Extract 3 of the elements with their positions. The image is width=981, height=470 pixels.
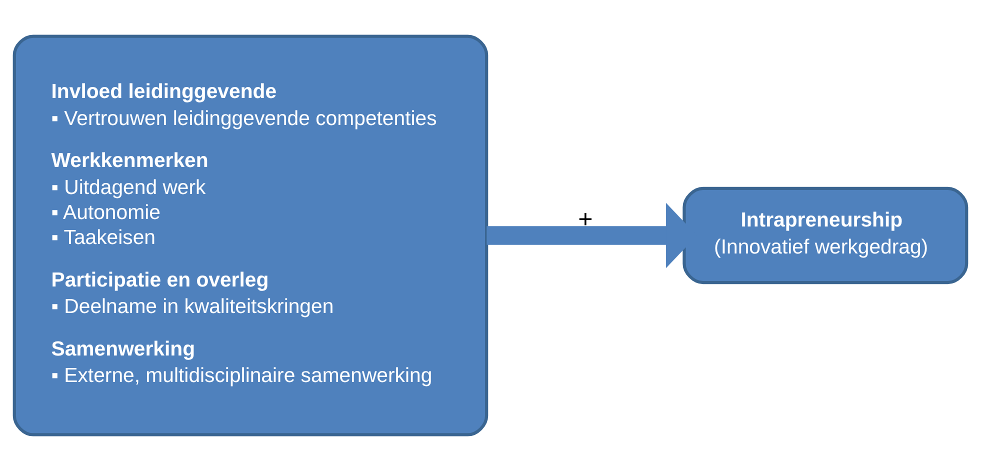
node-box: Intrapreneurship (Innovatief werkgedrag) [682, 186, 968, 284]
node-box: Invloed leidinggevende ▪ Vertrouwen leidinggevende competenties Werkkenmerken ▪ Uitdagend werk ▪ Autonomie ▪ Taakeisen Participatie en overleg ▪ Deelname in kwaliteitskringen Samenwerking ▪ Externe, multidisciplinaire samenwerking [12, 34, 488, 436]
edge-label: + [578, 204, 593, 233]
